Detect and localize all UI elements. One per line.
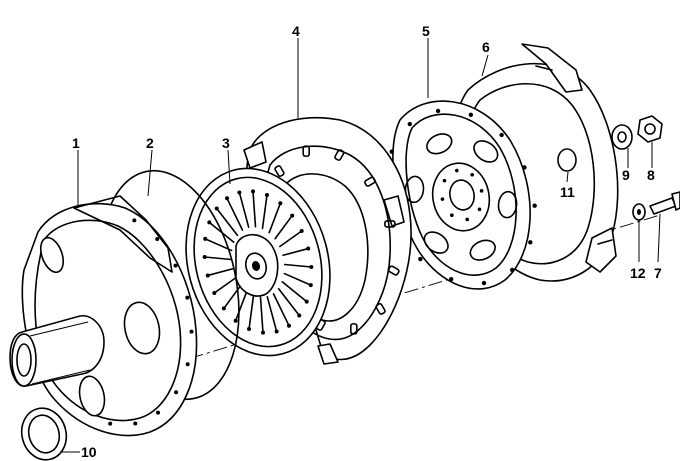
part-labels: 1 2 3 4 5 6 7 8 9 10 11 12	[72, 23, 662, 460]
part-5-drive-plate	[385, 100, 537, 290]
label-part-2: 2	[146, 135, 154, 151]
label-part-10: 10	[81, 444, 97, 460]
label-part-3: 3	[222, 135, 230, 151]
label-part-5: 5	[422, 23, 430, 39]
label-part-1: 1	[72, 135, 80, 151]
part-1-housing	[9, 195, 198, 437]
label-part-12: 12	[630, 265, 646, 281]
leader-lines	[60, 38, 661, 453]
part-3-clutch-disc	[185, 167, 331, 357]
part-12-washer	[632, 203, 646, 221]
label-part-6: 6	[482, 39, 490, 55]
part-10-seal-ring	[20, 407, 68, 461]
label-part-7: 7	[654, 265, 662, 281]
part-9-washer-nut	[611, 124, 633, 150]
label-part-8: 8	[647, 167, 655, 183]
label-part-4: 4	[292, 23, 300, 39]
part-8-nut	[637, 115, 663, 143]
label-part-9: 9	[622, 167, 630, 183]
part-7-bolt	[649, 191, 680, 215]
label-part-11: 11	[560, 184, 575, 200]
